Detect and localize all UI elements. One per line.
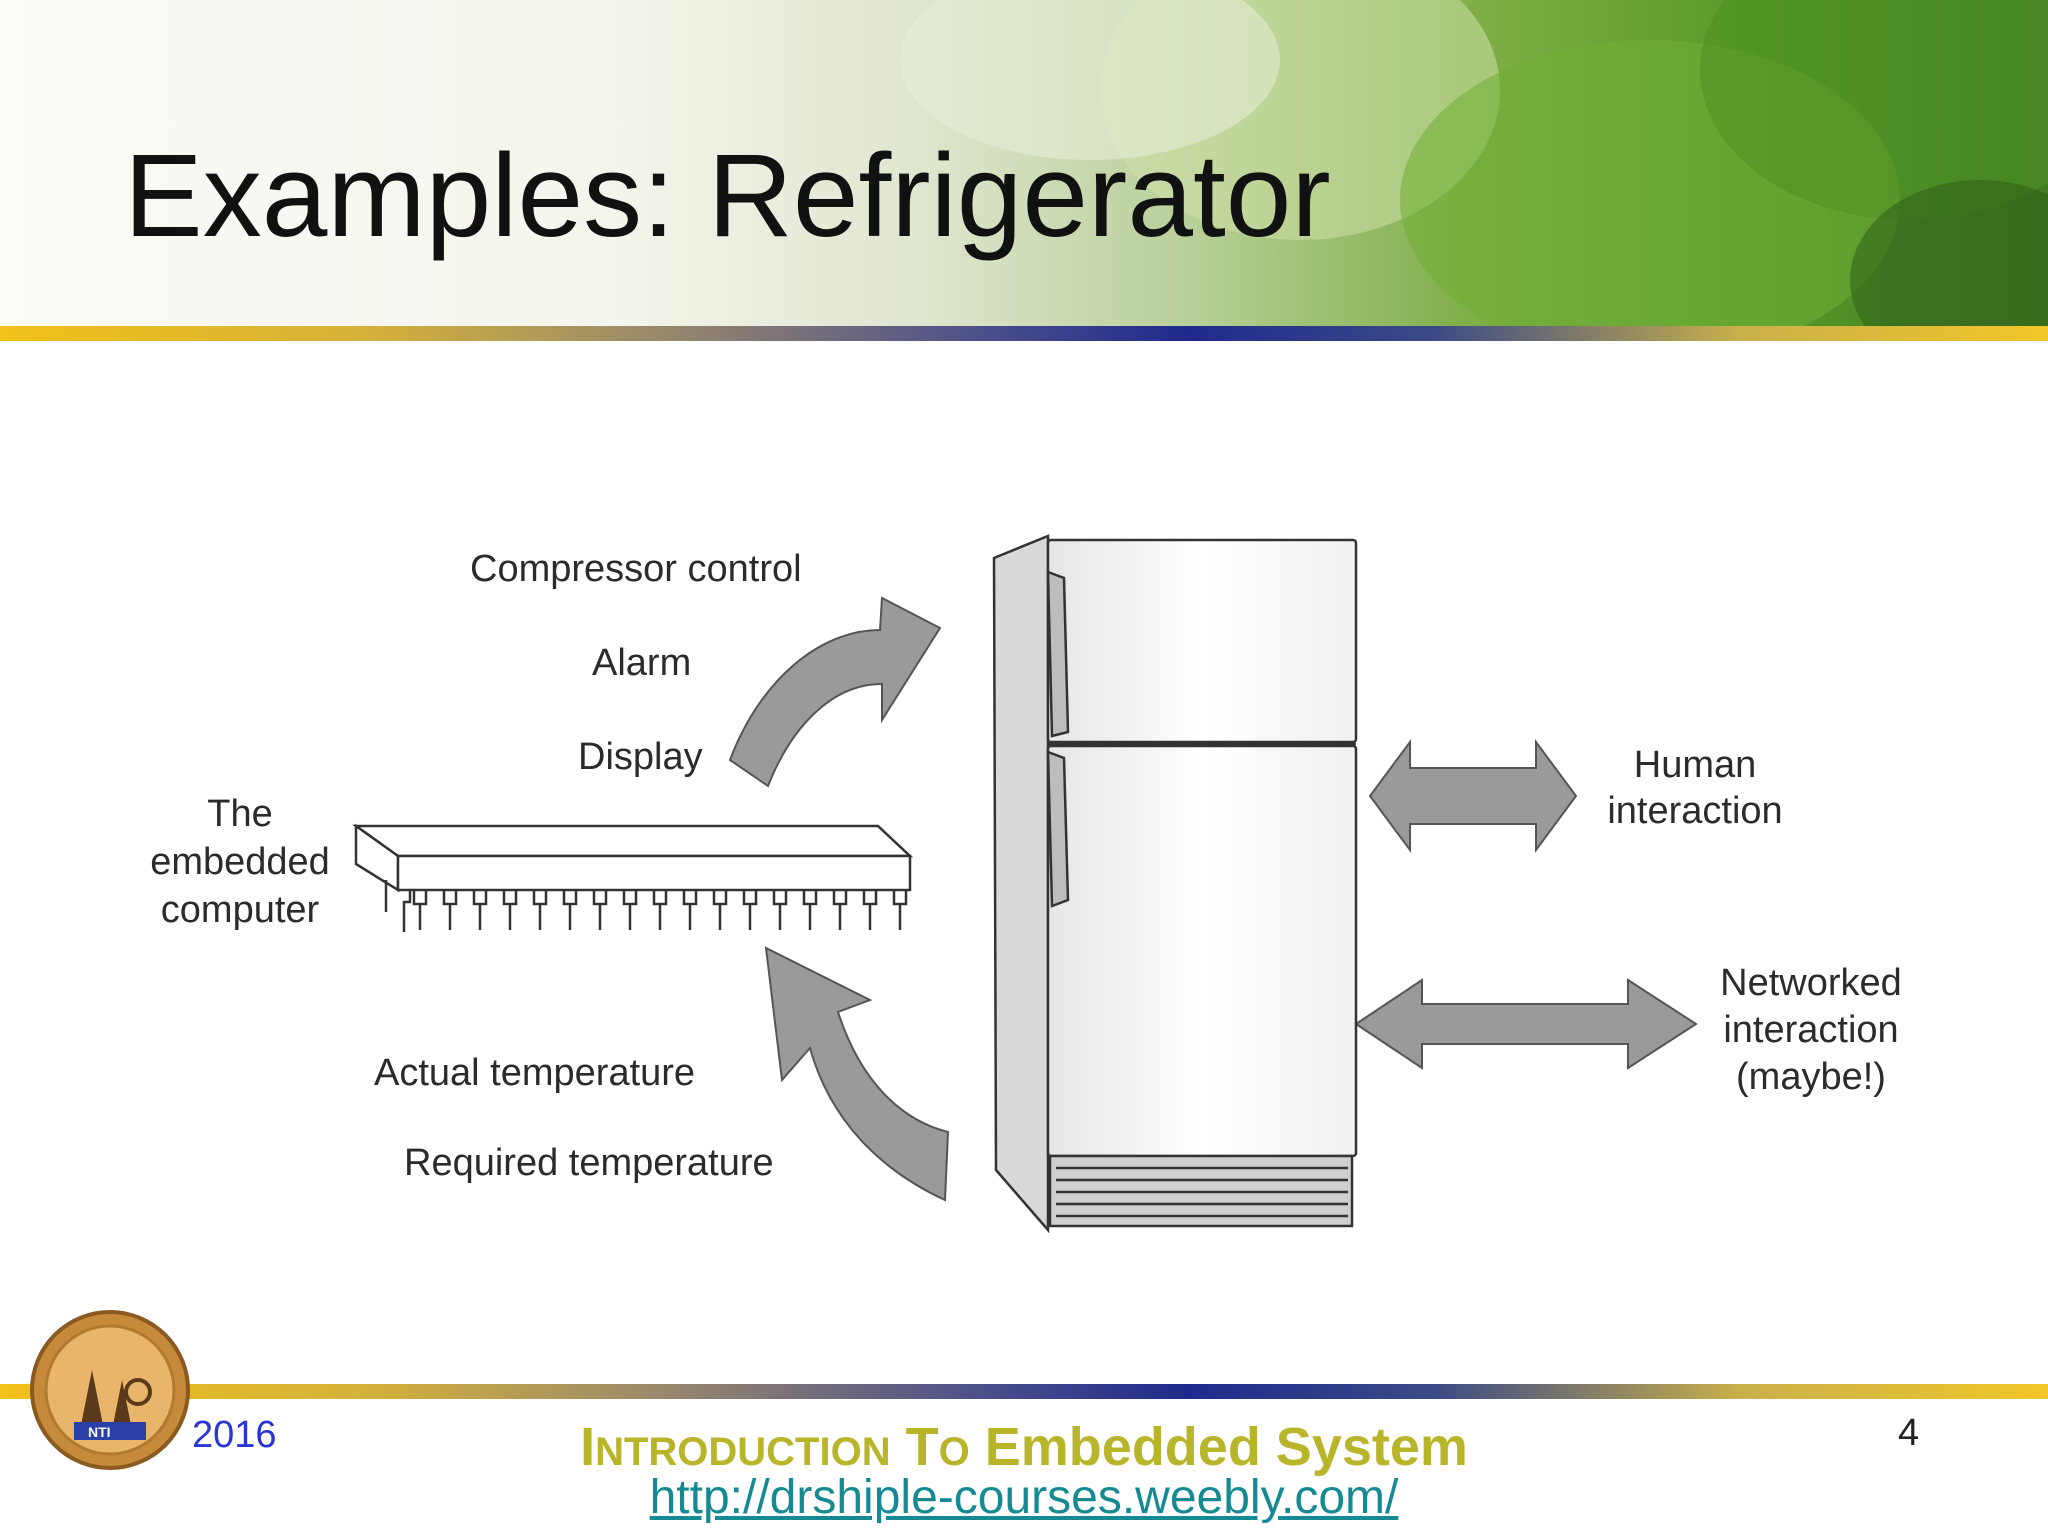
footer-title-i: I [580, 1417, 596, 1477]
footer-course-title: INTRODUCTION TO Embedded System [0, 1416, 2048, 1478]
label-embedded-line2: embedded [150, 841, 330, 883]
footer-title-o: O [938, 1430, 970, 1474]
header-banner: Examples: Refrigerator [0, 0, 2048, 326]
output-curved-arrow [728, 596, 942, 788]
label-human-line2: interaction [1607, 790, 1783, 832]
footer-divider-band [0, 1384, 2048, 1399]
label-compressor-control: Compressor control [470, 548, 802, 590]
label-networked-line3: (maybe!) [1736, 1056, 1886, 1098]
label-required-temperature: Required temperature [404, 1142, 774, 1184]
refrigerator [992, 534, 1358, 1234]
label-embedded-line1: The [207, 793, 273, 835]
chip-pins [384, 880, 908, 930]
input-curved-arrow [764, 946, 950, 1202]
networked-interaction-double-arrow [1354, 978, 1698, 1070]
page-number: 4 [1898, 1412, 1920, 1454]
footer-title-t: T [905, 1417, 939, 1477]
foliage-decoration [900, 0, 1280, 160]
label-human-interaction: Human interaction [1580, 742, 1810, 834]
footer-title-ntroduction: NTRODUCTION [595, 1430, 891, 1474]
slide-title: Examples: Refrigerator [124, 130, 1331, 262]
label-actual-temperature: Actual temperature [374, 1052, 696, 1094]
label-embedded-computer: The embedded computer [140, 790, 340, 934]
nti-logo [30, 1310, 190, 1470]
human-interaction-double-arrow [1368, 738, 1578, 854]
label-networked-line1: Networked [1720, 962, 1902, 1004]
footer-url-link[interactable]: http://drshiple-courses.weebly.com/ [649, 1471, 1399, 1524]
footer-year: 2016 [192, 1414, 277, 1456]
label-networked-interaction: Networked interaction (maybe!) [1696, 960, 1926, 1101]
footer-title-rest: Embedded System [984, 1417, 1468, 1477]
embedded-computer-chip [352, 823, 914, 932]
label-display: Display [578, 736, 703, 778]
label-alarm: Alarm [592, 642, 692, 684]
label-embedded-line3: computer [160, 889, 320, 931]
label-human-line1: Human [1633, 744, 1757, 786]
label-networked-line2: interaction [1723, 1009, 1899, 1051]
logo-text: NTI [88, 1424, 111, 1440]
header-divider-band [0, 326, 2048, 341]
